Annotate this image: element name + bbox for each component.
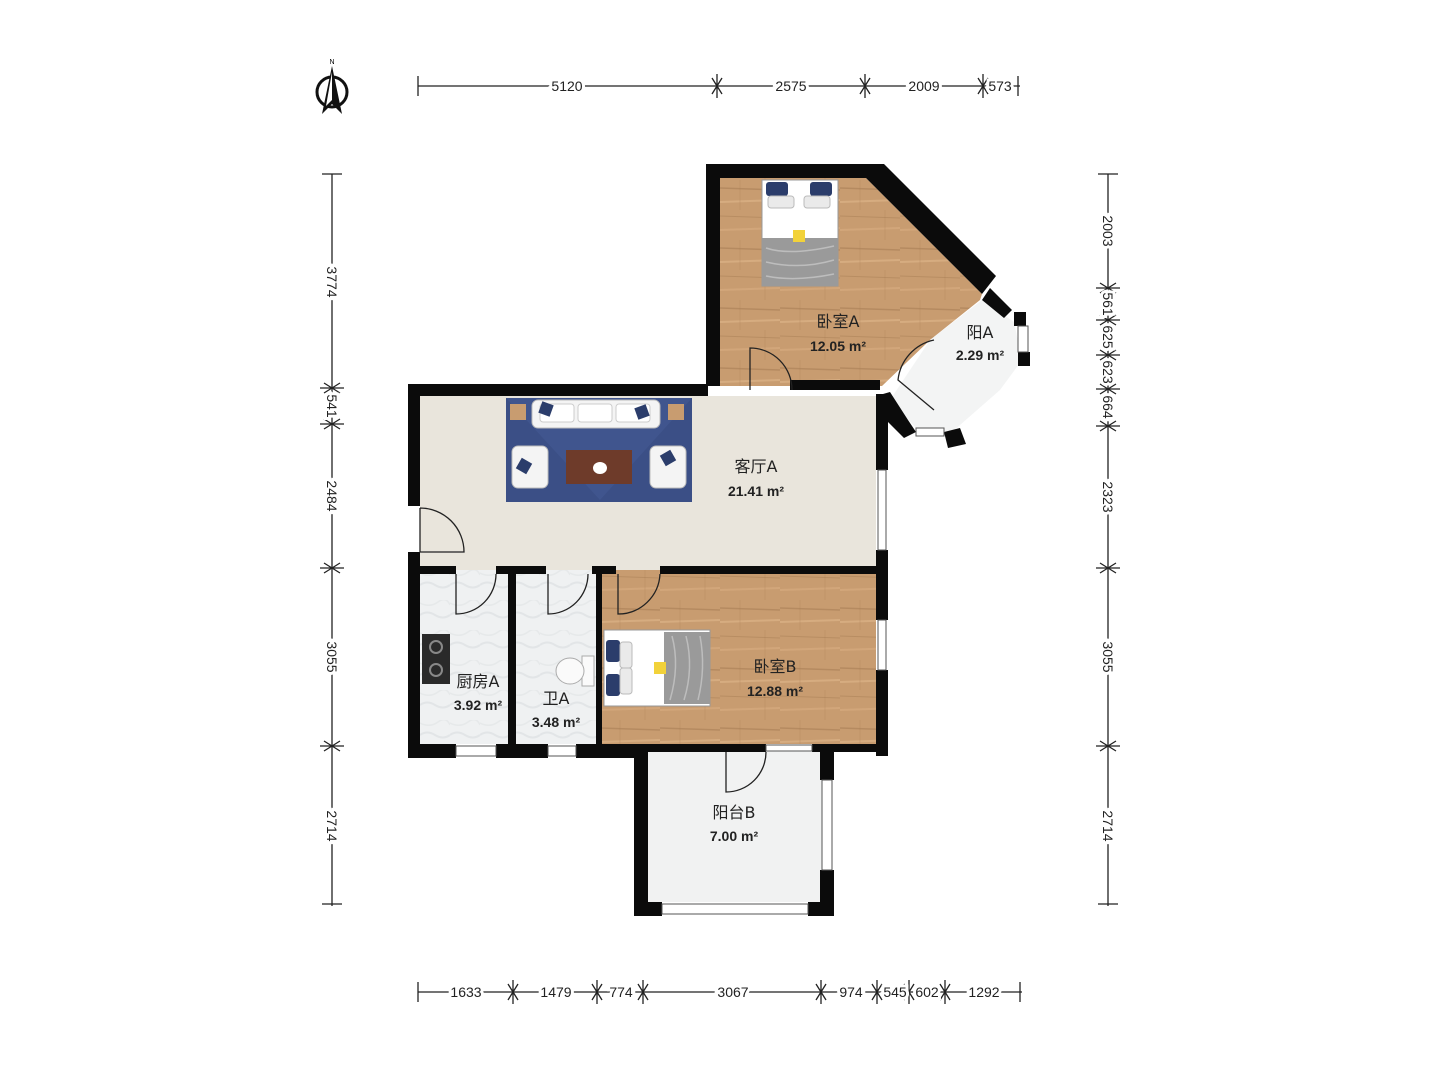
- balcony-a-floor: [890, 300, 1022, 432]
- dim-right-5: 664: [1100, 395, 1116, 419]
- floors: [420, 178, 1022, 902]
- bedroom-b-name: 卧室B: [754, 657, 797, 676]
- dim-left-3: 2484: [324, 480, 340, 511]
- dim-left-5: 2714: [324, 810, 340, 841]
- balcony-b-area: 7.00 m²: [710, 828, 759, 844]
- toilet: [555, 655, 595, 687]
- dim-top-1: 5120: [551, 78, 582, 94]
- kitchen-a-name: 厨房A: [457, 672, 500, 691]
- dimension-labels: 5120 2575 2009 573 1633 1479 774 3067 97…: [321, 75, 1119, 1003]
- dim-bottom-7: 602: [915, 984, 939, 1000]
- furniture: [422, 179, 839, 707]
- dim-bottom-2: 1479: [540, 984, 571, 1000]
- dim-bottom-5: 974: [839, 984, 863, 1000]
- balcony-b-floor: [646, 750, 822, 902]
- dim-right-4: 623: [1100, 360, 1116, 384]
- living-a-name: 客厅A: [735, 457, 778, 476]
- compass: N: [315, 59, 349, 114]
- bedroom-b-area: 12.88 m²: [747, 683, 803, 699]
- compass-label: N: [329, 59, 334, 66]
- balcony-a-name: 阳A: [967, 323, 994, 342]
- dim-top-4: 573: [988, 78, 1012, 94]
- bed-a: [761, 179, 839, 287]
- dim-left-4: 3055: [324, 641, 340, 672]
- dim-right-2: 561: [1100, 292, 1116, 316]
- balcony-a-area: 2.29 m²: [956, 347, 1005, 363]
- bath-a-area: 3.48 m²: [532, 714, 581, 730]
- bedroom-a-name: 卧室A: [817, 312, 860, 331]
- dim-right-6: 2323: [1100, 481, 1116, 512]
- dimension-lines: [320, 74, 1120, 1004]
- bed-b: [603, 629, 711, 707]
- stove: [422, 634, 450, 684]
- dim-right-8: 2714: [1100, 810, 1116, 841]
- bedroom-a-area: 12.05 m²: [810, 338, 866, 354]
- balcony-b-name: 阳台B: [713, 803, 756, 822]
- walls: [408, 164, 1030, 916]
- dim-bottom-1: 1633: [450, 984, 481, 1000]
- dim-right-7: 3055: [1100, 641, 1116, 672]
- living-furniture: [506, 398, 692, 502]
- room-labels: 卧室A 12.05 m² 阳A 2.29 m² 客厅A 21.41 m² 厨房A…: [454, 312, 1005, 844]
- dim-left-2: 541: [324, 394, 340, 418]
- dim-bottom-6: 545: [883, 984, 907, 1000]
- dim-right-3: 625: [1100, 325, 1116, 349]
- dim-top-2: 2575: [775, 78, 806, 94]
- dim-bottom-4: 3067: [717, 984, 748, 1000]
- doors: [419, 339, 935, 793]
- dim-bottom-8: 1292: [968, 984, 999, 1000]
- dim-top-3: 2009: [908, 78, 939, 94]
- windows: [455, 325, 1029, 915]
- dim-left-1: 3774: [324, 266, 340, 297]
- dim-bottom-3: 774: [609, 984, 633, 1000]
- kitchen-a-area: 3.92 m²: [454, 697, 503, 713]
- dim-right-1: 2003: [1100, 215, 1116, 246]
- living-a-area: 21.41 m²: [728, 483, 784, 499]
- bath-a-name: 卫A: [543, 689, 570, 708]
